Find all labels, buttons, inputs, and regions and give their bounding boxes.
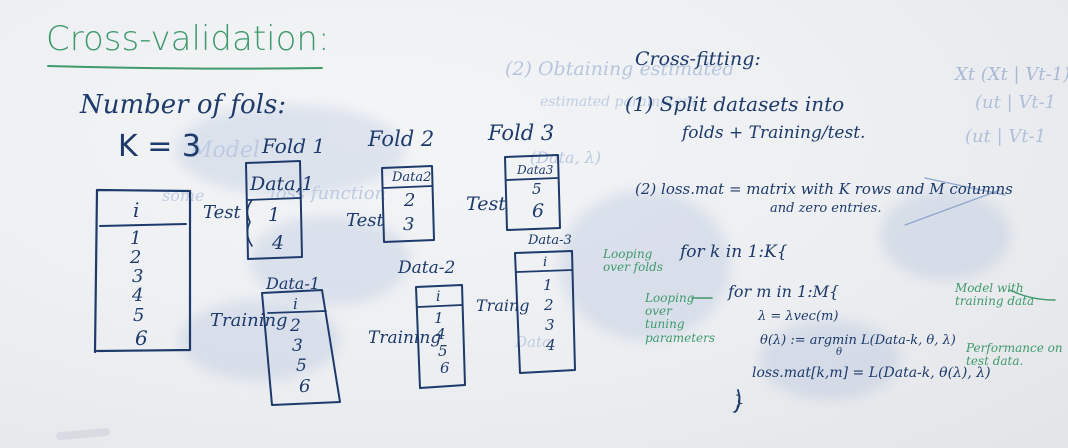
edge-text: (ut | Vt-1 <box>965 126 1047 147</box>
ghost-text: (Data, λ) <box>530 148 602 167</box>
edge-text: Xt (Xt | Vt-1) <box>955 64 1068 85</box>
train-row: 2 <box>544 296 554 314</box>
test-label: Test <box>466 193 506 215</box>
test-label: Test <box>203 202 241 223</box>
test-box-title: Data3 <box>517 163 554 177</box>
ghost-text: Data <box>515 333 551 351</box>
loss-update-line: loss.mat[k,m] = L(Data-k, θ(λ), λ) <box>752 365 991 381</box>
train-row: 1 <box>543 276 553 294</box>
ghost-text: Model <box>190 138 260 163</box>
train-label: Traing <box>476 296 530 315</box>
dataset-row: 3 <box>132 266 144 287</box>
smudge <box>880 190 1010 280</box>
train-row: 5 <box>296 356 307 376</box>
num-folds-label: Number of fols: <box>80 90 287 120</box>
train-row: 1 <box>434 309 444 327</box>
train-row: 4 <box>436 325 446 343</box>
looping-folds-note: Looping over folds <box>603 247 663 275</box>
train-header: i <box>436 289 441 305</box>
ghost-text: (2) Obtaining estimated <box>505 58 735 80</box>
k-value: K = 3 <box>118 129 201 164</box>
train-header: i <box>543 255 548 270</box>
board-title: Cross-validation: <box>46 19 330 59</box>
train-row: 4 <box>546 336 556 354</box>
smudge <box>760 320 900 400</box>
edge-text: (ut | Vt-1 <box>975 92 1057 113</box>
smudge <box>175 105 405 195</box>
step1-line1: (1) Split datasets into <box>625 92 845 116</box>
train-box-title: Data-1 <box>266 274 320 293</box>
train-row: 6 <box>299 376 311 397</box>
dataset-row: 6 <box>135 326 148 350</box>
fold-title: Fold 2 <box>368 127 435 151</box>
looping-params-note: Looping over tuning parameters <box>645 291 716 345</box>
dataset-row: 5 <box>133 305 145 326</box>
test-row: 4 <box>272 232 285 254</box>
train-row: 3 <box>292 336 303 356</box>
test-row: 6 <box>532 200 545 222</box>
argmin-subscript: θ <box>836 347 843 358</box>
dataset-row: 4 <box>132 285 144 306</box>
performance-note: Performance on test data. <box>966 341 1063 369</box>
closing-brace: } <box>732 390 745 414</box>
train-box-title: Data-3 <box>528 233 572 248</box>
lambda-line: λ = λvec(m) <box>758 309 839 324</box>
smudge <box>180 300 340 380</box>
smudge <box>560 190 730 340</box>
test-row: 1 <box>268 204 281 226</box>
test-row: 5 <box>532 180 542 198</box>
for-k-line: for k in 1:K{ <box>680 242 788 262</box>
ghost-text: estimated parameters <box>540 94 697 110</box>
train-row: 2 <box>290 316 301 336</box>
train-header: i <box>293 295 298 313</box>
step2-line1: (2) loss.mat = matrix with K rows and M … <box>635 180 1013 198</box>
test-label: Test <box>346 210 384 231</box>
train-label: Training <box>210 310 288 331</box>
step2-line2: and zero entries. <box>770 201 882 216</box>
train-row: 3 <box>545 316 555 334</box>
fold-title: Fold 3 <box>488 121 555 145</box>
train-row: 5 <box>438 342 448 360</box>
train-label: Training <box>368 328 442 348</box>
test-row: 2 <box>404 190 416 211</box>
dataset-header: i <box>133 198 140 222</box>
dataset-row: 1 <box>130 228 142 249</box>
for-m-line: for m in 1:M{ <box>728 282 840 301</box>
dataset-row: 2 <box>130 247 142 268</box>
theta-line: θ(λ) := argmin L(Data-k, θ, λ) <box>760 333 956 348</box>
train-box-title: Data-2 <box>398 258 456 278</box>
step1-line2: folds + Training/test. <box>682 123 866 143</box>
train-row: 6 <box>440 359 450 377</box>
test-box-title: Data,1 <box>250 173 314 195</box>
model-note: Model with training data <box>955 281 1035 309</box>
test-box-title: Data2 <box>392 170 432 185</box>
fold-title: Fold 1 <box>262 134 326 158</box>
test-row: 3 <box>403 214 415 235</box>
cross-fitting-title: Cross-fitting: <box>635 48 761 70</box>
